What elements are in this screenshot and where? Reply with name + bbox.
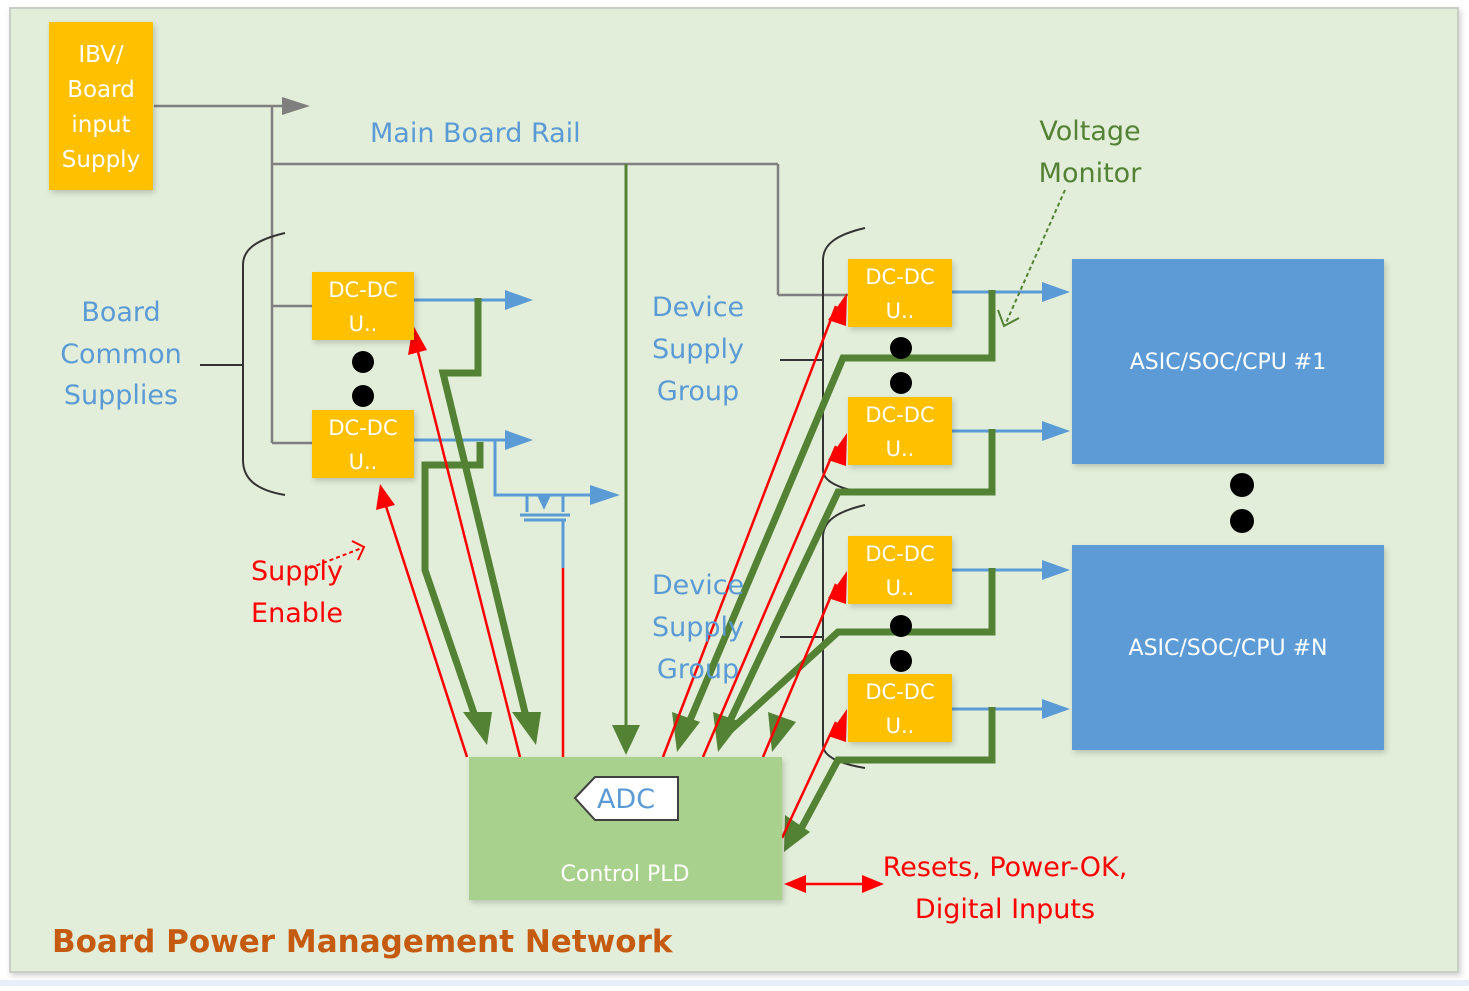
board-converter-2 <box>312 410 414 478</box>
processor-label: ASIC/SOC/CPU #1 <box>1130 350 1327 375</box>
io-signals-label-line: Digital Inputs <box>915 894 1095 925</box>
board-common-label-line: Board <box>81 297 160 328</box>
converter-label: DC-DC <box>865 542 934 566</box>
input-supply-label-line: Board <box>67 77 135 103</box>
board-converter-1 <box>312 272 414 340</box>
control-pld-label: Control PLD <box>561 862 690 887</box>
converter-label: U.. <box>886 299 915 323</box>
main-board-rail <box>154 104 848 445</box>
converter-label: U.. <box>886 437 915 461</box>
enable-lines <box>381 305 868 886</box>
device-group-label-line: Device <box>652 570 744 601</box>
braces <box>200 227 866 769</box>
converter-label: DC-DC <box>865 403 934 427</box>
converter-label: DC-DC <box>328 416 397 440</box>
processor-box-n <box>1072 545 1384 750</box>
rail-arrow-head <box>282 97 310 115</box>
ellipsis-dots <box>352 337 1254 672</box>
input-supply-label-line: IBV/ <box>78 42 124 68</box>
io-arrow-right <box>862 875 884 893</box>
device-converter-1-1 <box>848 259 952 327</box>
converter-label: U.. <box>349 312 378 336</box>
converter-label: DC-DC <box>865 265 934 289</box>
device-group-label-line: Device <box>652 292 744 323</box>
bottom-strip <box>0 980 1469 986</box>
device-group-label-line: Group <box>657 376 739 407</box>
processor-box-1 <box>1072 259 1384 464</box>
supply-enable-label-line: Enable <box>251 598 343 629</box>
main-rail-label: Main Board Rail <box>370 118 581 149</box>
supply-enable-label-line: Supply <box>251 556 343 587</box>
io-arrow-left <box>784 875 806 893</box>
device-converter-2-1 <box>848 536 952 604</box>
input-supply-label-line: Supply <box>62 147 140 173</box>
board-common-label-line: Supplies <box>64 380 178 411</box>
io-signals-label-line: Resets, Power-OK, <box>883 852 1128 883</box>
device-group-label-line: Group <box>657 654 739 685</box>
brace-board-common <box>242 232 286 496</box>
power-outputs <box>414 290 1048 711</box>
adc-label: ADC <box>597 784 655 815</box>
converter-label: DC-DC <box>328 278 397 302</box>
input-supply-box <box>49 22 153 190</box>
device-converter-2-2 <box>848 674 952 742</box>
annotation-arrows <box>309 189 1066 569</box>
monitor-lines <box>421 290 996 842</box>
diagram-title: Board Power Management Network <box>52 924 674 960</box>
processor-label: ASIC/SOC/CPU #N <box>1129 636 1328 661</box>
converter-label: U.. <box>886 714 915 738</box>
device-converter-1-2 <box>848 397 952 465</box>
device-group-label-line: Supply <box>652 334 744 365</box>
converter-label: U.. <box>349 450 378 474</box>
device-group-label-line: Supply <box>652 612 744 643</box>
input-supply-label-line: input <box>71 112 130 138</box>
converter-label: U.. <box>886 576 915 600</box>
voltage-monitor-label-line: Voltage <box>1039 116 1140 147</box>
board-common-label-line: Common <box>60 339 182 370</box>
monitor-arrow-heads <box>463 712 810 852</box>
voltage-monitor-label-line: Monitor <box>1039 158 1143 189</box>
converter-label: DC-DC <box>865 680 934 704</box>
power-arrow-heads <box>505 282 1070 719</box>
brace-device-group-1 <box>822 227 866 494</box>
adc-tag <box>573 776 679 821</box>
mosfet-gate-arrow <box>537 495 551 510</box>
